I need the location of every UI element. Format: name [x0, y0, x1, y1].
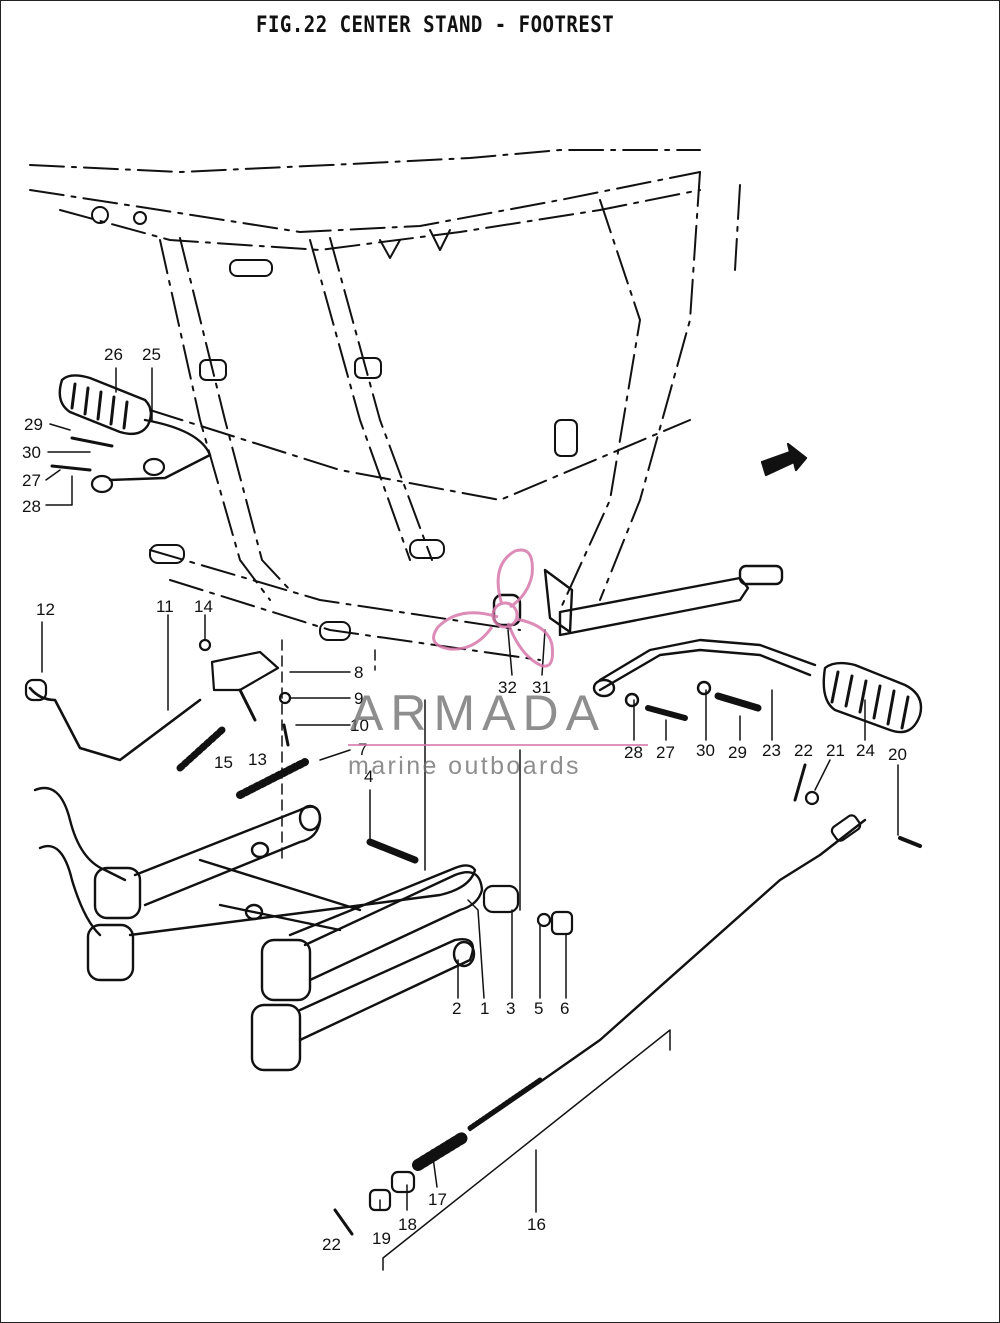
- callout-10: 10: [350, 716, 369, 735]
- callout-17: 17: [428, 1190, 447, 1209]
- center-stand: [33, 786, 484, 1072]
- watermark-propeller-logo: [432, 548, 554, 668]
- callout-14: 14: [194, 597, 213, 616]
- leader-lines: [41, 367, 899, 1271]
- small-hardware: [333, 763, 922, 1236]
- callout-32: 32: [498, 678, 517, 697]
- callout-23: 23: [762, 741, 781, 760]
- callout-24: 24: [856, 741, 875, 760]
- callout-27-right: 27: [656, 743, 675, 762]
- left-footrest-rubber: [58, 374, 153, 436]
- right-footrest-rubber: [822, 661, 923, 734]
- callout-30: 30: [22, 443, 41, 462]
- callout-9: 9: [354, 689, 363, 708]
- figure-title: FIG.22 CENTER STAND - FOOTREST: [256, 12, 615, 38]
- left-footrest-assembly: [50, 374, 212, 494]
- callout-28: 28: [22, 497, 41, 516]
- callout-25: 25: [142, 345, 161, 364]
- frame-outline: [29, 149, 741, 661]
- stand-cable: [368, 814, 867, 1212]
- callout-22-lower: 22: [322, 1235, 341, 1254]
- watermark-tagline: marine outboards: [348, 752, 581, 780]
- callout-3: 3: [506, 999, 515, 1018]
- callout-29: 29: [24, 415, 43, 434]
- callout-27: 27: [22, 471, 41, 490]
- callout-13: 13: [248, 750, 267, 769]
- callout-19: 19: [372, 1229, 391, 1248]
- frame-brackets: [91, 206, 578, 641]
- callout-21: 21: [826, 741, 845, 760]
- watermark-brand: ARMADA: [350, 685, 606, 741]
- front-direction-arrow: [760, 442, 808, 477]
- callout-26: 26: [104, 345, 123, 364]
- callout-15: 15: [214, 753, 233, 772]
- callout-1: 1: [480, 999, 489, 1018]
- callout-8: 8: [354, 663, 363, 682]
- callout-18: 18: [398, 1215, 417, 1234]
- callout-2: 2: [452, 999, 461, 1018]
- left-footrest-bar: [108, 418, 212, 482]
- callout-22: 22: [794, 741, 813, 760]
- watermark-rule: [348, 744, 648, 746]
- stopper-bracket-and-springs: [24, 638, 309, 799]
- callout-20: 20: [888, 745, 907, 764]
- callout-30-right: 30: [696, 741, 715, 760]
- callout-6: 6: [560, 999, 569, 1018]
- callout-7: 7: [358, 740, 367, 759]
- callout-28-right: 28: [624, 743, 643, 762]
- spring-7: [236, 758, 309, 799]
- spring-15: [176, 726, 226, 772]
- callout-12: 12: [36, 600, 55, 619]
- callout-5: 5: [534, 999, 543, 1018]
- callout-4: 4: [364, 767, 373, 786]
- right-footrest-and-brake-pedal: [492, 564, 923, 734]
- callout-16: 16: [527, 1215, 546, 1234]
- callout-29-right: 29: [728, 743, 747, 762]
- callout-31: 31: [532, 678, 551, 697]
- callout-11: 11: [156, 597, 174, 616]
- callout-labels: 26 25 29 30 27 28 12 11 14 8 9 10 7 15 1…: [22, 345, 907, 1254]
